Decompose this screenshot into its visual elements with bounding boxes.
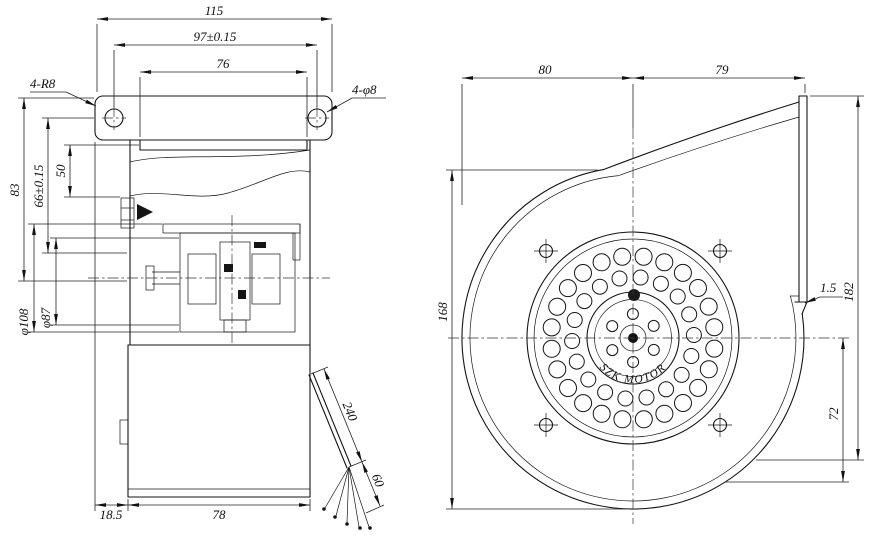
dim-50: 50: [53, 164, 68, 178]
dim-240: 240: [340, 399, 361, 423]
dim-83: 83: [7, 183, 22, 197]
logo-stamp: [628, 289, 640, 301]
lower-housing: [119, 344, 311, 498]
label-4-d8: 4-φ8: [352, 82, 377, 97]
dim-168: 168: [435, 302, 450, 322]
outlet-flange-edge: [790, 95, 808, 315]
front-view-dimensions: 80 79 168 182 72 1.5: [435, 62, 864, 510]
dim-d108: φ108: [16, 308, 31, 335]
dim-60: 60: [369, 471, 388, 489]
scroll-inner-wall: [469, 175, 797, 502]
outlet-flange: [94, 95, 333, 141]
impeller-hole-rings: [542, 247, 724, 429]
dim-66: 66±0.15: [31, 164, 46, 207]
dim-182: 182: [841, 282, 856, 302]
scroll-outer-wall: [461, 169, 805, 510]
dim-d87: φ87: [38, 307, 53, 328]
dim-1-5: 1.5: [820, 280, 837, 295]
motor-section: [88, 215, 330, 345]
dim-76: 76: [217, 56, 231, 71]
dim-72: 72: [826, 407, 841, 421]
dim-78: 78: [213, 507, 227, 522]
clamp-arrow: [137, 204, 153, 220]
dim-97: 97±0.15: [194, 29, 237, 44]
label-4-r8: 4-R8: [30, 76, 56, 91]
dim-80: 80: [539, 62, 553, 77]
dim-79: 79: [716, 62, 730, 77]
mounting-holes: [534, 239, 732, 437]
dim-115: 115: [205, 3, 224, 18]
cable-clamp: [120, 197, 153, 229]
scroll-seam-upper: [129, 149, 311, 163]
side-view: [88, 95, 372, 530]
scroll-seam-lower: [129, 170, 311, 197]
power-cable: [308, 372, 372, 530]
dim-18-5: 18.5: [100, 507, 123, 522]
side-view-dimensions: 115 97±0.15 76 4-R8 4-φ8 83 66±0.15 50: [7, 3, 388, 522]
